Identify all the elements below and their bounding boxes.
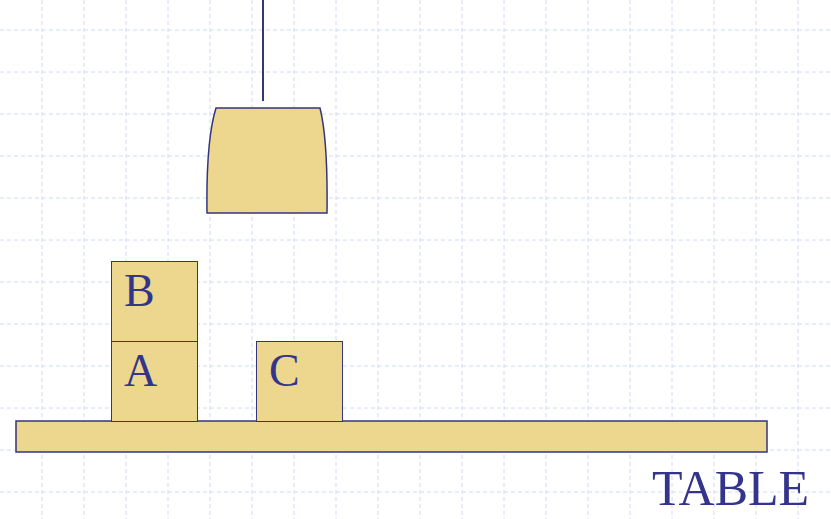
grid-line — [0, 30, 831, 31]
block: A — [111, 341, 198, 422]
grid-line — [0, 72, 831, 73]
block-letter: A — [112, 342, 197, 394]
table-surface — [16, 421, 767, 452]
grid-line — [0, 198, 831, 199]
grid-line — [0, 114, 831, 115]
block: B — [111, 261, 198, 342]
block-letter: B — [112, 262, 197, 314]
grid-line — [0, 156, 831, 157]
block: C — [256, 341, 343, 422]
grid-line — [798, 0, 799, 519]
gripper — [207, 108, 327, 213]
block-letter: C — [257, 342, 342, 394]
grid-line — [0, 240, 831, 241]
table-label: TABLE — [652, 463, 809, 513]
gripper-cable — [262, 0, 264, 101]
